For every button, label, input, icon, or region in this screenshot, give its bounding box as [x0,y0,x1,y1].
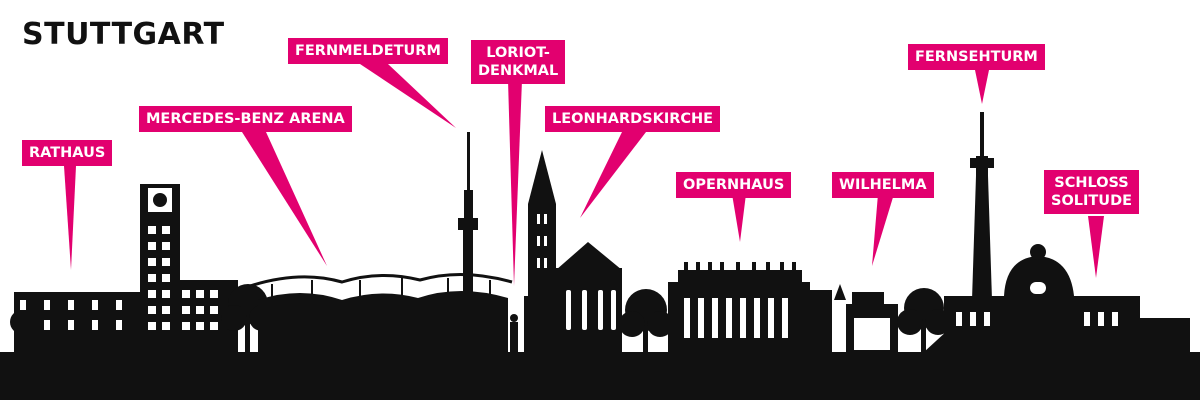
pointer-mercedes-benz-arena [242,132,327,266]
opernhaus-columns [684,298,788,338]
pointer-leonhardskirche [580,132,646,218]
wilhelma-windows [854,318,890,350]
label-wilhelma: WILHELMA [832,172,934,198]
fernsehturm-tower [970,112,994,300]
pointer-rathaus [64,166,76,270]
schloss-solitude-building [924,244,1190,352]
rathaus-clock-icon [148,188,172,212]
tree-middle [619,289,673,354]
label-opernhaus: OPERNHAUS [676,172,792,198]
pointer-fernsehturm [975,70,989,104]
city-title: STUTTGART [22,17,225,52]
pointer-loriot-denkmal [508,80,522,286]
label-fernmeldeturm: FERNMELDETURM [288,38,448,64]
schloss-windows [956,282,1118,326]
pointer-wilhelma [872,194,894,266]
fernmeldeturm-tower [458,132,478,310]
opernhaus-building [668,262,832,352]
callout-pointers [64,64,1104,286]
pointer-opernhaus [732,194,746,242]
ground [0,352,1200,400]
label-schloss-solitude: SCHLOSS SOLITUDE [1044,170,1140,214]
pointer-fernmeldeturm [360,64,456,128]
leonhardskirche-windows [537,214,616,330]
city-silhouette [0,112,1200,400]
label-loriot-denkmal: LORIOT- DENKMAL [471,40,566,84]
label-rathaus: RATHAUS [22,140,113,166]
pointer-schloss-solitude [1088,216,1104,278]
label-fernsehturm: FERNSEHTURM [908,44,1045,70]
label-leonhardskirche: LEONHARDSKIRCHE [545,106,721,132]
loriot-denkmal-statue [510,314,518,352]
label-mercedes-benz-arena: MERCEDES-BENZ ARENA [139,106,352,132]
rathaus-windows [20,226,218,330]
